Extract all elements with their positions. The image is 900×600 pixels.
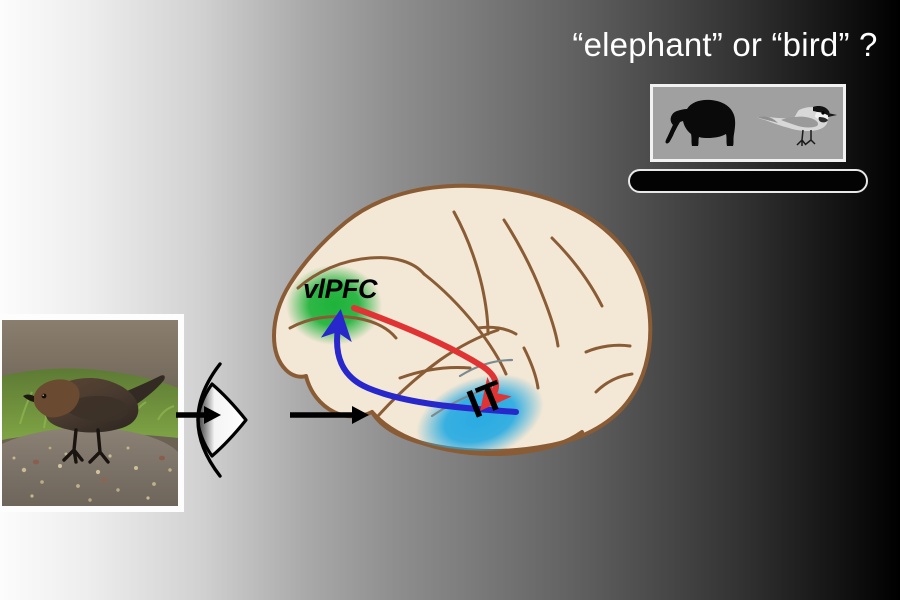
flow-arrow-image-to-eye (176, 404, 222, 426)
monitor-screen (650, 84, 846, 162)
connection-feedback-vlpfc-to-it (351, 305, 512, 412)
brain-temporal-lobe (370, 410, 584, 457)
elephant-icon (665, 99, 736, 146)
monitor-base (628, 169, 868, 193)
bird-photograph (0, 314, 184, 512)
region-it (416, 374, 544, 451)
region-vlpfc (286, 265, 382, 345)
flow-arrow-eye-to-brain (290, 404, 370, 426)
eye-lens-icon (182, 362, 302, 478)
brain-diagram (228, 160, 658, 490)
region-label-vlpfc: vlPFC (303, 274, 378, 304)
connection-feedforward-it-to-vlpfc (320, 308, 519, 415)
page-title: “elephant” or “bird” ? (572, 26, 878, 63)
connection-arrows (320, 305, 519, 415)
bird-icon (757, 106, 837, 146)
stimulus-monitor (628, 84, 868, 194)
